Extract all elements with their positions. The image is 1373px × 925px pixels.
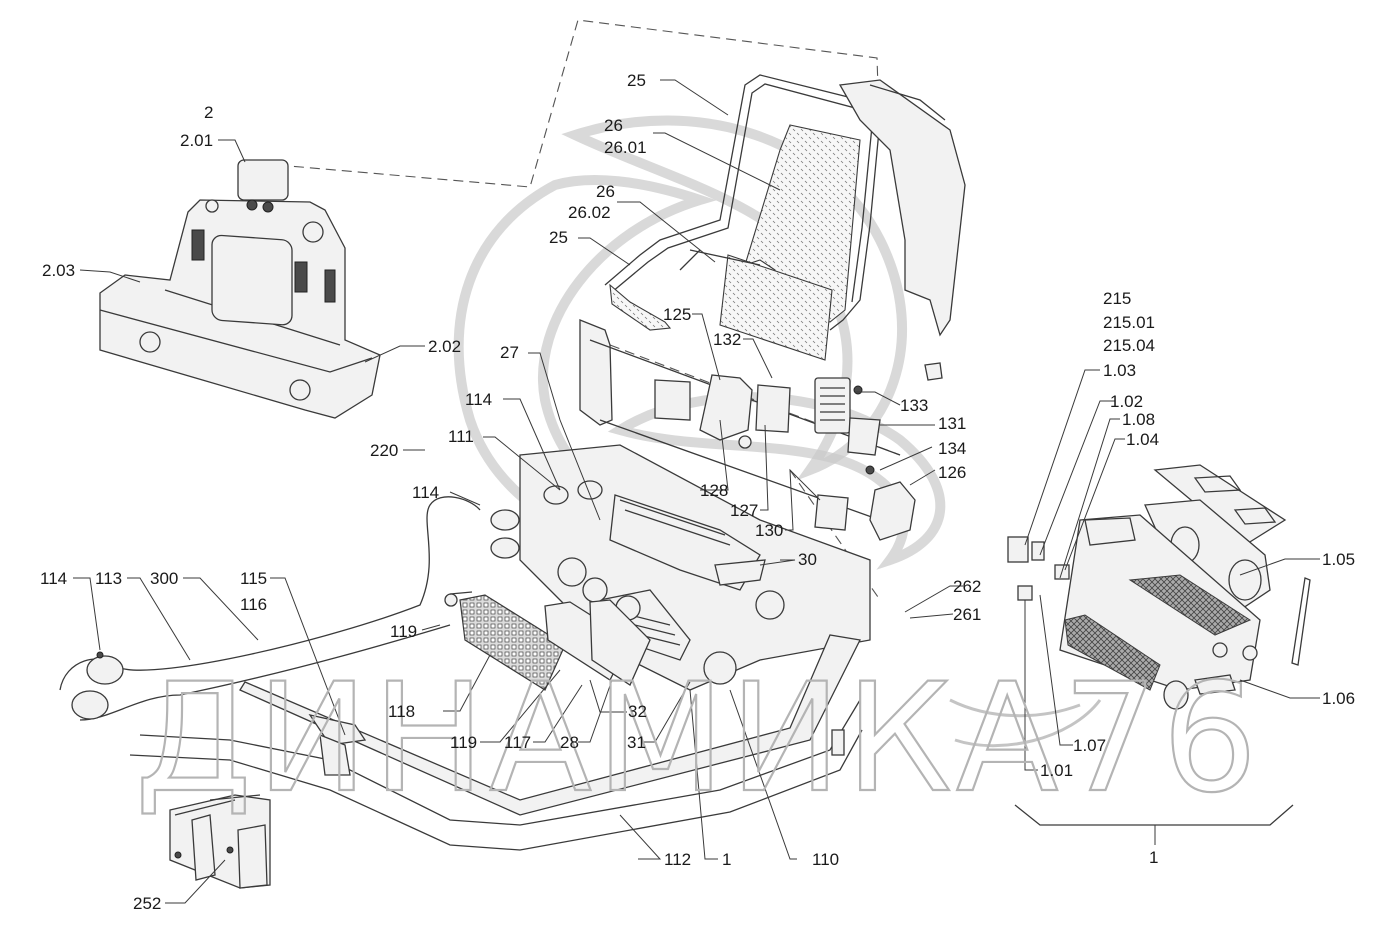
callout-1-01: 1.01 [1040,761,1073,780]
air-grilles [444,591,651,691]
callout-25: 25 [549,228,568,247]
callout-1-04: 1.04 [1126,430,1159,449]
callout-125: 125 [663,305,691,324]
callout-1: 1 [722,850,731,869]
callout-220: 220 [370,441,398,460]
callout-134: 134 [938,439,966,458]
callout-1-02: 1.02 [1110,392,1143,411]
callout-262: 262 [953,577,981,596]
callout-118: 118 [388,702,415,721]
callout-1-03: 1.03 [1103,361,1136,380]
callout-128: 128 [700,481,728,500]
callout-252: 252 [133,894,161,913]
callout-215: 215 [1103,289,1131,308]
callout-215-01: 215.01 [1103,313,1155,332]
callout-27: 27 [500,343,519,362]
callout-2: 2 [204,103,213,122]
callout-26: 26 [604,116,623,135]
callout-labels: 2 2.01 2.03 2.02 25 26 26.01 26 26.02 25… [40,71,1355,913]
callout-114: 114 [465,390,492,409]
callout-113: 113 [95,569,122,588]
callout-1-08: 1.08 [1122,410,1155,429]
callout-2-03: 2.03 [42,261,75,280]
callout-26-01: 26.01 [604,138,647,157]
air-distribution-parts [579,319,943,541]
callout-1-05: 1.05 [1322,550,1355,569]
callout-261: 261 [953,605,981,624]
callout-1: 1 [1149,848,1158,867]
callout-1-06: 1.06 [1322,689,1355,708]
watermark-arrows [949,698,1102,748]
leader-lines [73,79,1320,904]
callout-115: 115 [240,569,267,588]
callout-117: 117 [504,733,531,752]
callout-110: 110 [812,850,839,869]
rear-panel-part-25 [604,74,966,361]
heater-unit-part-1 [1007,464,1311,845]
callout-25: 25 [627,71,646,90]
callout-32: 32 [628,702,647,721]
callout-30: 30 [798,550,817,569]
relay-block-part-252 [169,794,271,889]
callout-114: 114 [40,569,67,588]
callout-112: 112 [664,850,691,869]
callout-111: 111 [448,427,474,446]
callout-1-07: 1.07 [1073,736,1106,755]
callout-300: 300 [150,569,178,588]
watermark-text: ДИНАМИКА76 [135,652,1261,826]
control-console-part-2 [99,159,381,419]
callout-126: 126 [938,463,966,482]
callout-215-04: 215.04 [1103,336,1155,355]
callout-31: 31 [627,733,646,752]
callout-2-02: 2.02 [428,337,461,356]
callout-133: 133 [900,396,928,415]
callout-2-01: 2.01 [180,131,213,150]
callout-119: 119 [390,622,417,641]
callout-127: 127 [730,501,758,520]
callout-119: 119 [450,733,477,752]
callout-131: 131 [938,414,966,433]
air-ducts [59,496,863,851]
callout-26-02: 26.02 [568,203,611,222]
callout-28: 28 [560,733,579,752]
callout-132: 132 [713,330,741,349]
callout-114: 114 [412,483,439,502]
callout-130: 130 [755,521,783,540]
callout-116: 116 [240,595,267,614]
callout-26: 26 [596,182,615,201]
